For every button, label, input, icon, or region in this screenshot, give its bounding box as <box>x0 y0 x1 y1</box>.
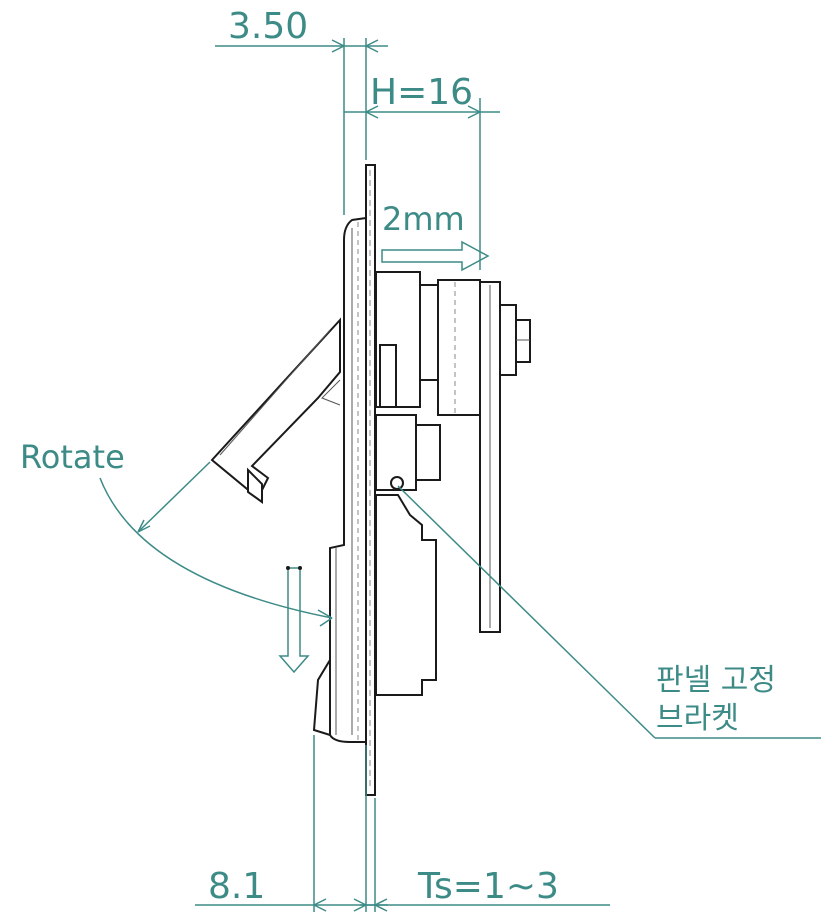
push-arrow <box>381 240 490 272</box>
bracket-label-line1: 판넬 고정 <box>656 663 776 698</box>
lower-nut <box>375 414 417 491</box>
housing-body <box>329 216 367 743</box>
bracket-block <box>437 279 481 416</box>
dimension-layer <box>99 38 821 912</box>
rotating-handle <box>210 317 341 500</box>
latch-assembly <box>210 164 531 796</box>
down-arrow <box>278 567 310 674</box>
bracket-label-line2: 브라켓 <box>656 701 739 736</box>
dim-offset-top: 3.50 <box>228 6 308 47</box>
dim-panel-thickness: Ts=1~3 <box>417 866 559 907</box>
dim-height: H=16 <box>370 72 473 113</box>
nut <box>499 304 517 376</box>
rotate-arc <box>99 477 333 619</box>
bolt-head <box>515 319 531 363</box>
lower-lever <box>312 656 331 737</box>
dim-offset-bottom: 8.1 <box>208 866 265 907</box>
push-distance-label: 2mm <box>382 200 465 238</box>
panel-fixing-bracket <box>375 494 437 696</box>
bracket-pin <box>390 476 404 490</box>
rotate-label: Rotate <box>20 438 125 476</box>
